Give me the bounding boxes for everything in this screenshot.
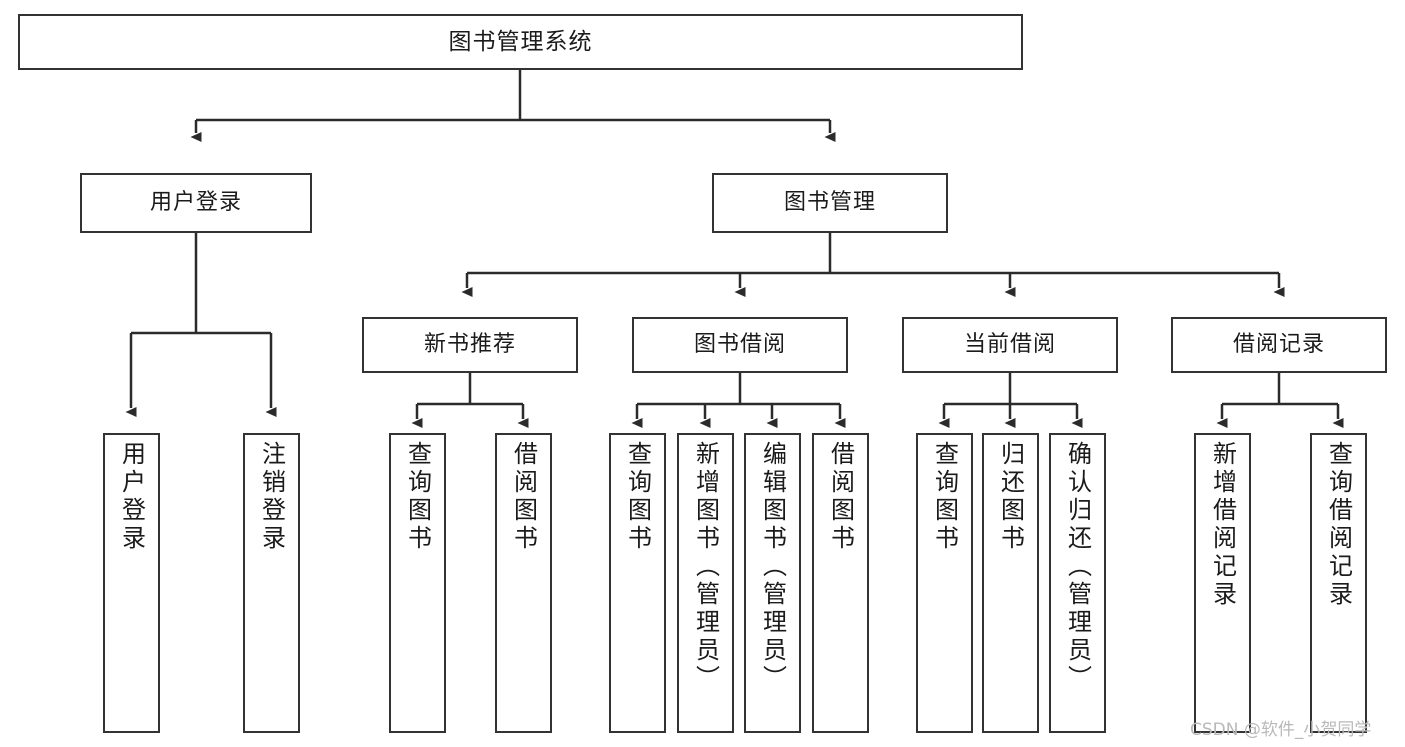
node-leaf-add-record-label: 新增借阅记录 [1208,441,1237,609]
node-leaf-logout-label: 注销登录 [257,441,286,553]
node-new-book-recommend-label: 新书推荐 [423,332,516,358]
node-leaf-add-book-label: 新增图书（管理员） [691,441,720,693]
node-leaf-query-book-1[interactable]: 查询图书 [389,433,446,733]
node-leaf-add-record[interactable]: 新增借阅记录 [1194,433,1251,733]
node-leaf-add-book[interactable]: 新增图书（管理员） [677,433,734,733]
node-leaf-borrow-book-1[interactable]: 借阅图书 [495,433,552,733]
node-book-borrow[interactable]: 图书借阅 [632,317,848,373]
node-user-login-label: 用户登录 [149,190,242,216]
node-leaf-query-book-3-label: 查询图书 [930,441,959,553]
node-leaf-return-book[interactable]: 归还图书 [982,433,1039,733]
node-leaf-borrow-book-2[interactable]: 借阅图书 [812,433,869,733]
node-current-borrow[interactable]: 当前借阅 [902,317,1118,373]
node-leaf-query-record-label: 查询借阅记录 [1324,441,1353,609]
node-leaf-user-login[interactable]: 用户登录 [103,433,160,733]
node-leaf-confirm-return-label: 确认归还（管理员） [1063,441,1092,693]
node-leaf-query-book-2[interactable]: 查询图书 [609,433,666,733]
node-new-book-recommend[interactable]: 新书推荐 [362,317,578,373]
csdn-watermark: CSDN @软件_小贺同学 [1190,720,1372,740]
node-book-borrow-label: 图书借阅 [693,332,786,358]
node-leaf-user-login-label: 用户登录 [117,441,146,553]
node-borrow-record[interactable]: 借阅记录 [1171,317,1387,373]
node-leaf-borrow-book-1-label: 借阅图书 [509,441,538,553]
node-leaf-edit-book-label: 编辑图书（管理员） [758,441,787,693]
node-leaf-logout[interactable]: 注销登录 [243,433,300,733]
node-borrow-record-label: 借阅记录 [1232,332,1325,358]
node-user-login[interactable]: 用户登录 [80,173,312,233]
node-leaf-borrow-book-2-label: 借阅图书 [826,441,855,553]
node-leaf-return-book-label: 归还图书 [996,441,1025,553]
node-leaf-query-record[interactable]: 查询借阅记录 [1310,433,1367,733]
node-root[interactable]: 图书管理系统 [18,14,1023,70]
node-current-borrow-label: 当前借阅 [963,332,1056,358]
node-leaf-query-book-1-label: 查询图书 [403,441,432,553]
node-root-label: 图书管理系统 [448,28,593,55]
node-leaf-edit-book[interactable]: 编辑图书（管理员） [744,433,801,733]
node-leaf-confirm-return[interactable]: 确认归还（管理员） [1049,433,1106,733]
node-book-manage[interactable]: 图书管理 [712,173,948,233]
node-book-manage-label: 图书管理 [783,190,876,216]
node-leaf-query-book-3[interactable]: 查询图书 [916,433,973,733]
node-leaf-query-book-2-label: 查询图书 [623,441,652,553]
